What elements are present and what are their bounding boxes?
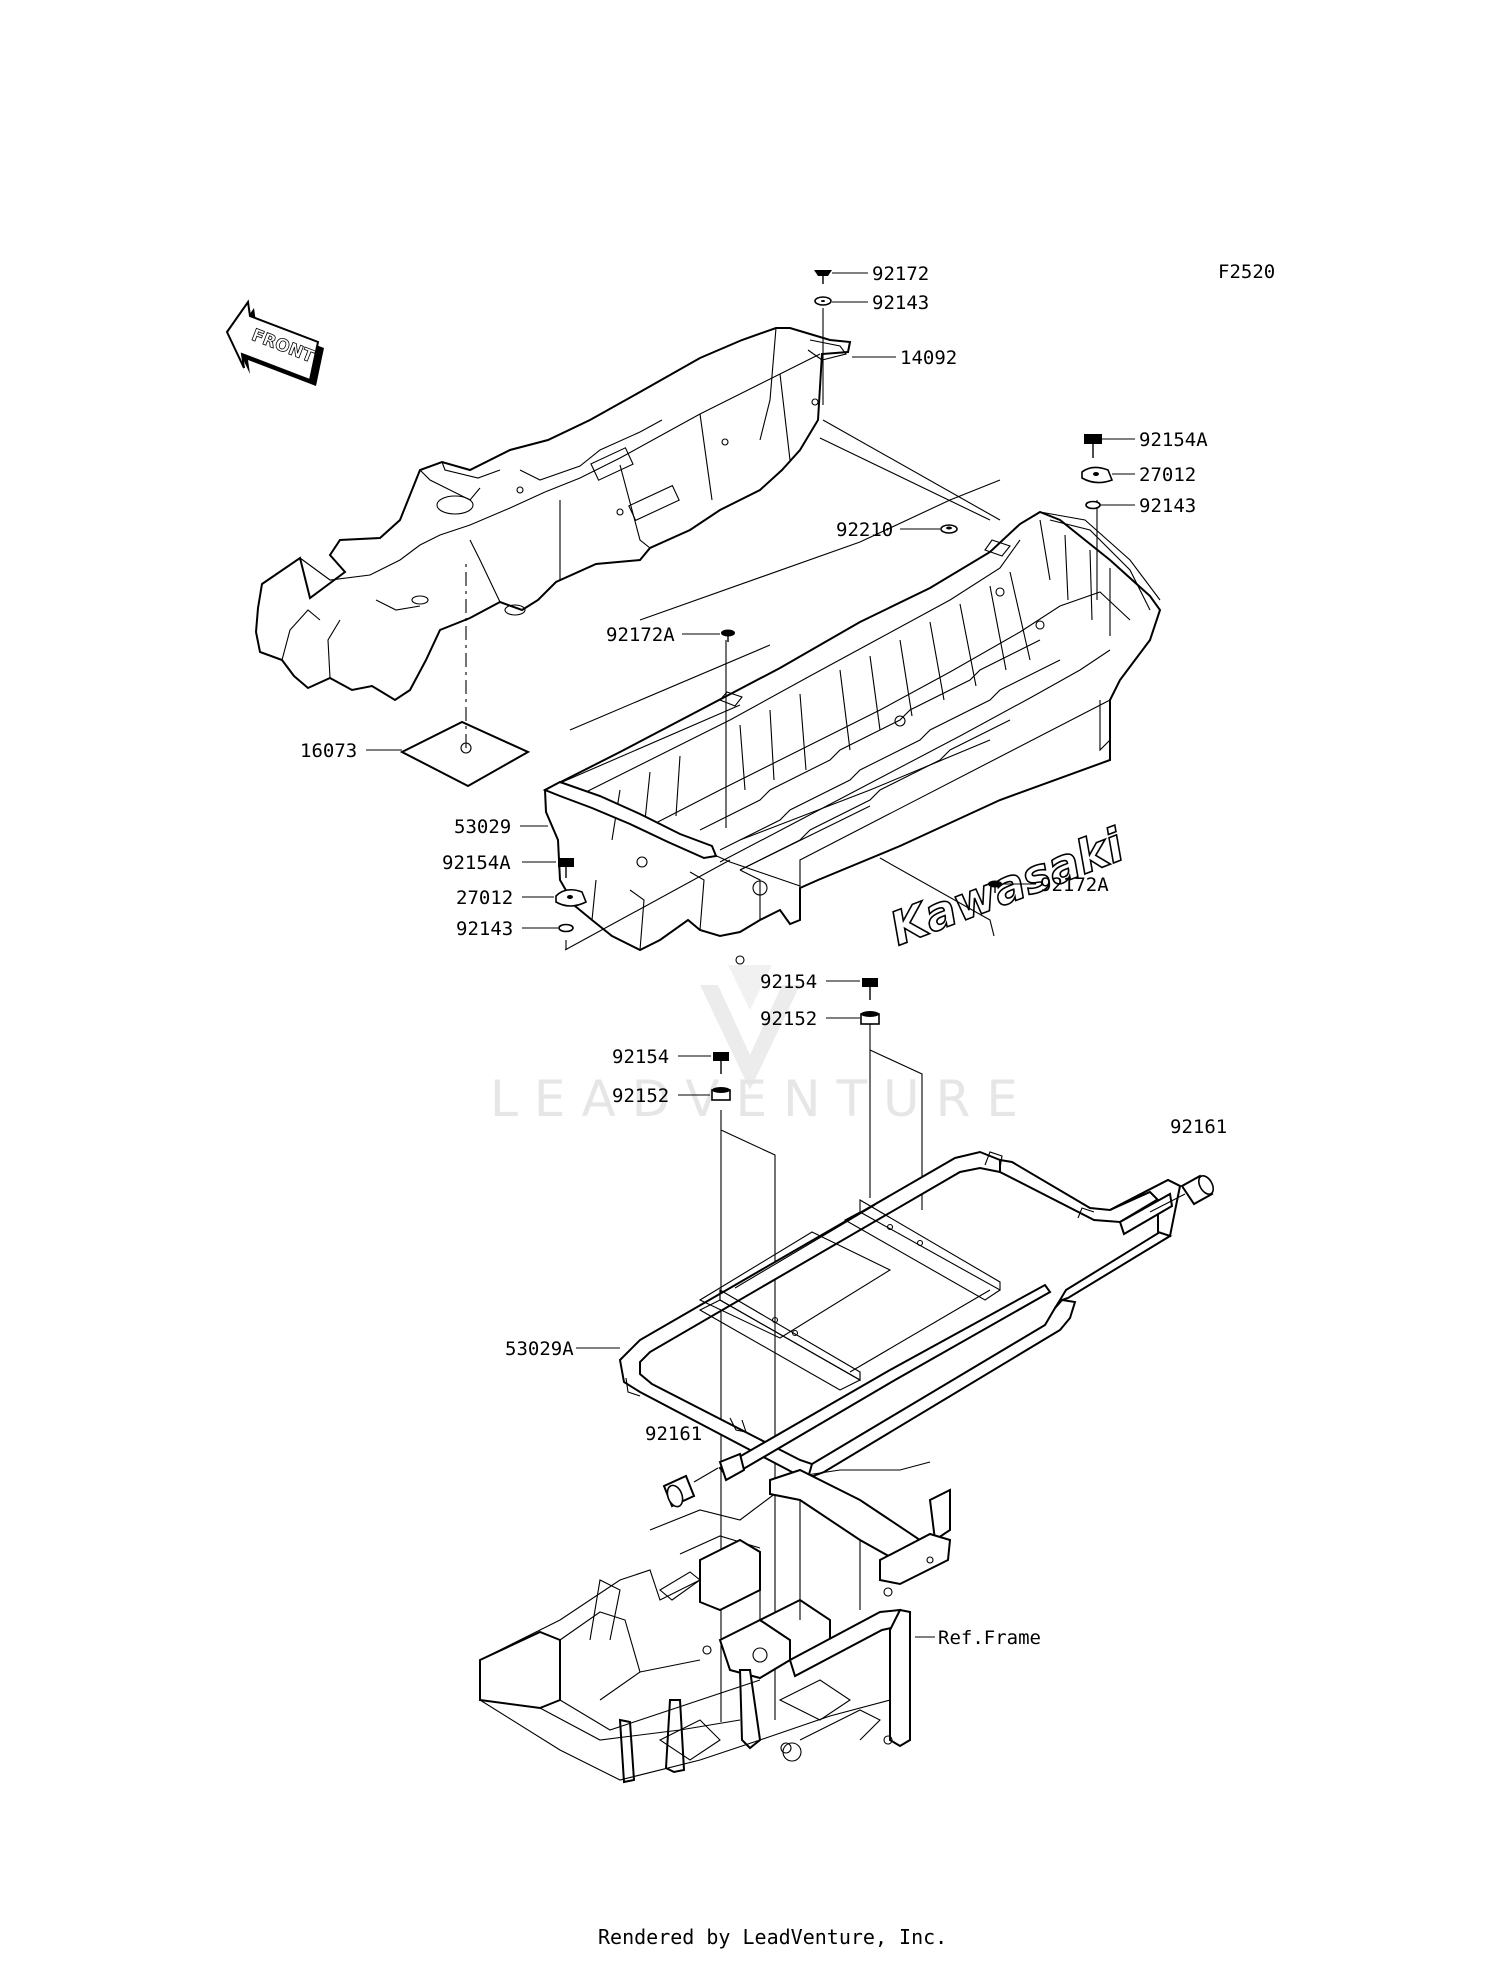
label-92154A-left: 92154A xyxy=(442,852,511,874)
label-92210: 92210 xyxy=(836,519,893,541)
washer-92143-right-icon xyxy=(1085,500,1101,510)
label-92172A-right: 92172A xyxy=(1040,874,1109,896)
label-14092: 14092 xyxy=(900,347,957,369)
watermark-text: LEADVENTURE xyxy=(490,1070,1034,1128)
screw-92172-icon xyxy=(814,270,832,284)
watermark-logo xyxy=(700,965,800,1090)
cargo-bed-53029: Kawasaki xyxy=(542,510,1162,965)
label-92154-lower: 92154 xyxy=(612,1046,669,1068)
washer-92143-left-icon xyxy=(558,923,574,933)
sub-frame-53029A xyxy=(618,1150,1183,1482)
sleeve-92161-left-icon xyxy=(662,1474,696,1508)
label-92143-top: 92143 xyxy=(872,292,929,314)
label-16073: 16073 xyxy=(300,740,357,762)
label-92152-lower: 92152 xyxy=(612,1085,669,1107)
bolt-92154A-left-icon xyxy=(558,858,574,878)
front-arrow-icon: FRONT xyxy=(225,299,324,386)
label-92161-right: 92161 xyxy=(1170,1116,1227,1138)
label-92161-left: 92161 xyxy=(645,1423,702,1445)
vehicle-frame-ref xyxy=(479,1461,952,1784)
clip-27012-right-icon xyxy=(1081,466,1114,484)
label-92154A-right: 92154A xyxy=(1139,429,1208,451)
pad-16073 xyxy=(399,720,531,788)
screw-92172A-left-icon xyxy=(721,629,735,642)
bolt-92154A-right-icon xyxy=(1084,434,1102,458)
label-92172: 92172 xyxy=(872,263,929,285)
grommet-92210-icon xyxy=(940,524,958,534)
collar-92152-lower-icon xyxy=(711,1087,731,1101)
footer-credit: Rendered by LeadVenture, Inc. xyxy=(598,1925,947,1949)
label-92143-left: 92143 xyxy=(456,918,513,940)
screw-92172A-right-icon xyxy=(988,880,1002,893)
label-ref-frame: Ref.Frame xyxy=(938,1627,1041,1649)
bolt-92154-upper-icon xyxy=(862,978,878,1000)
collar-92152-upper-icon xyxy=(860,1011,880,1025)
label-92143-right: 92143 xyxy=(1139,495,1196,517)
diagram-code: F2520 xyxy=(1218,261,1275,283)
label-27012-right: 27012 xyxy=(1139,464,1196,486)
label-92154-upper: 92154 xyxy=(760,971,817,993)
washer-92143-top-icon xyxy=(814,296,832,306)
bolt-92154-lower-icon xyxy=(713,1052,729,1074)
label-53029: 53029 xyxy=(454,816,511,838)
label-53029A: 53029A xyxy=(505,1338,574,1360)
label-92152-upper: 92152 xyxy=(760,1008,817,1030)
label-27012-left: 27012 xyxy=(456,887,513,909)
sleeve-92161-right-icon xyxy=(1180,1174,1215,1206)
clip-27012-left-icon xyxy=(555,888,588,907)
label-92172A-top: 92172A xyxy=(606,624,675,646)
front-panel-14092 xyxy=(254,327,852,702)
